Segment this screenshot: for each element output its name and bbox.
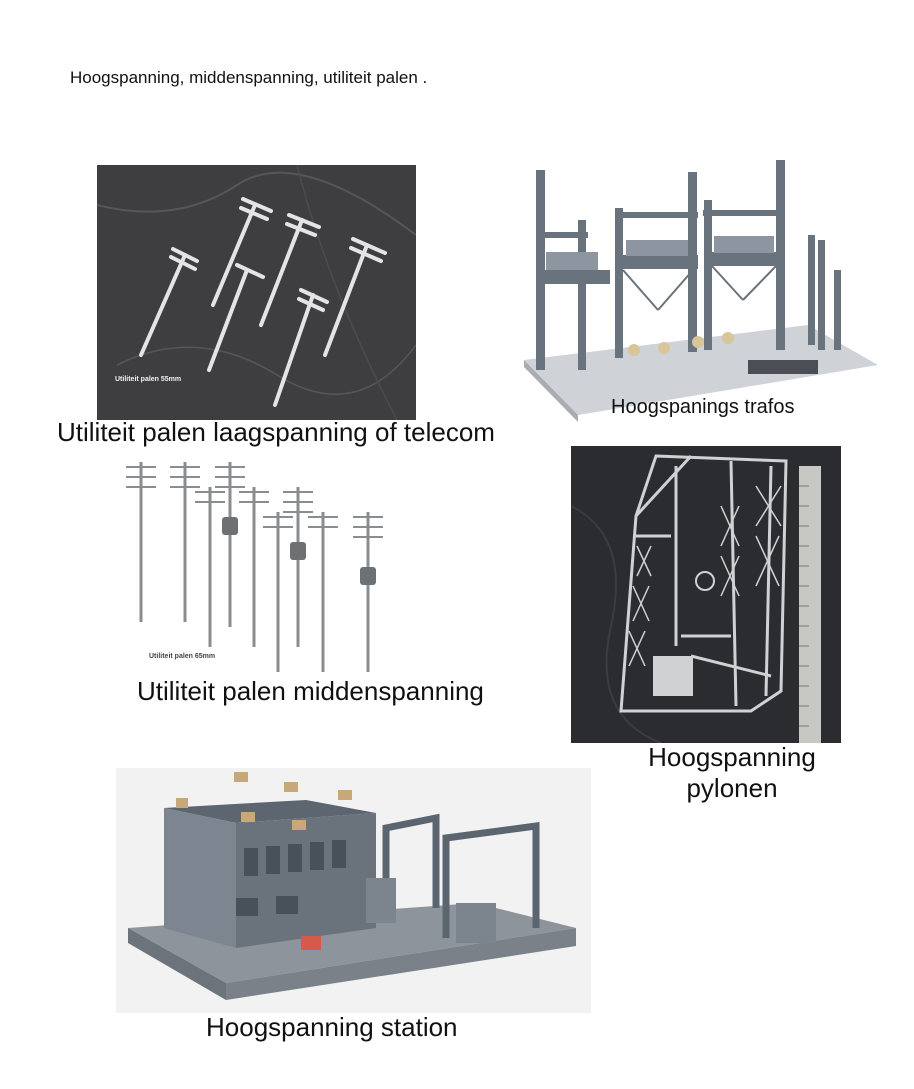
- photo-label: Utiliteit palen 55mm: [115, 376, 182, 383]
- caption-pylons: Hoogspanning pylonen: [632, 742, 832, 804]
- caption-pylons-line1: Hoogspanning: [648, 742, 816, 772]
- caption-station: Hoogspanning station: [206, 1012, 458, 1042]
- caption-low-voltage: Utiliteit palen laagspanning of telecom: [57, 417, 495, 447]
- photo-station: [116, 768, 591, 1013]
- photo-low-voltage-poles: Utiliteit palen 55mm: [97, 165, 416, 420]
- caption-medium-voltage: Utiliteit palen middenspanning: [137, 676, 484, 706]
- caption-pylons-line2: pylonen: [686, 773, 778, 803]
- photo-label: Utiliteit palen 65mm: [149, 653, 216, 660]
- caption-transformers: Hoogspanings trafos: [611, 396, 795, 418]
- photo-pylons: [571, 446, 841, 743]
- page-heading: Hoogspanning, middenspanning, utiliteit …: [70, 68, 428, 87]
- photo-transformers: [518, 160, 882, 422]
- photo-medium-voltage-poles: Utiliteit palen 65mm: [120, 457, 390, 672]
